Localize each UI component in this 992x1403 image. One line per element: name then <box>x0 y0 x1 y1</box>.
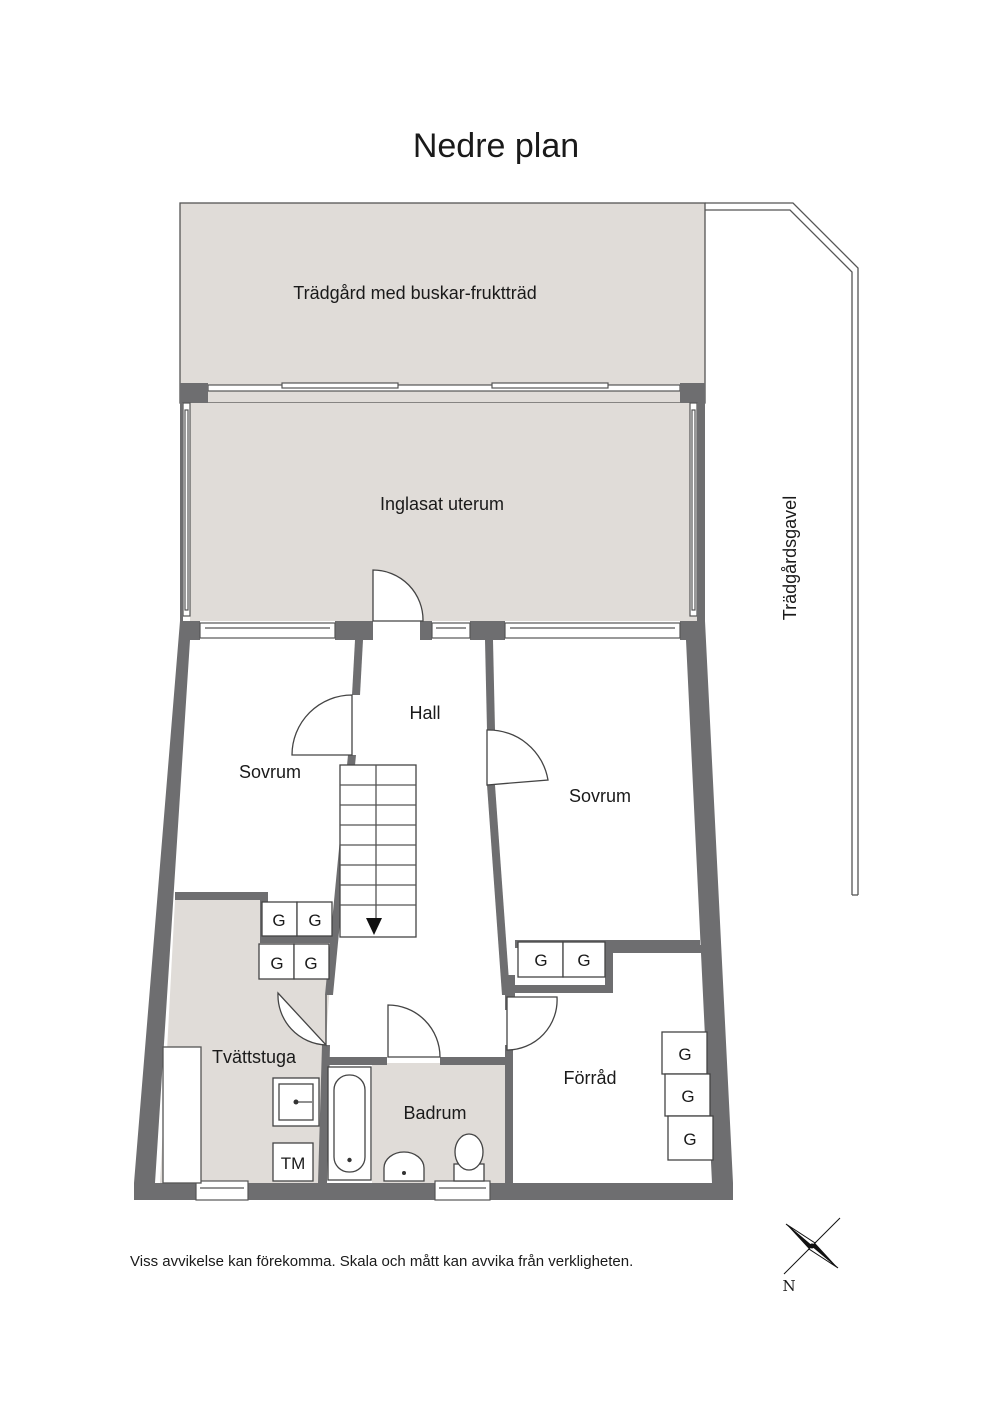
wardrobe <box>667 1115 714 1161</box>
room-label-bedroom-right: Sovrum <box>569 786 631 806</box>
sunroom-glazing-top <box>207 384 681 392</box>
room-label-bathroom: Badrum <box>403 1103 466 1123</box>
compass-north-label: N <box>782 1277 795 1295</box>
window-bedroom-right <box>504 622 681 639</box>
compass-rose-icon <box>783 1217 841 1275</box>
wardrobe <box>562 941 606 978</box>
room-label-gable: Trädgårdsgavel <box>780 496 800 620</box>
wardrobe <box>664 1073 711 1117</box>
exterior-wall-left <box>134 621 200 1200</box>
wardrobe-label: G <box>681 1087 694 1106</box>
stair-direction-arrow-icon <box>366 918 382 935</box>
toilet <box>453 1133 485 1182</box>
wardrobe <box>517 941 564 978</box>
wardrobe <box>296 901 333 937</box>
wardrobe-label: G <box>270 954 283 973</box>
wardrobe-group-storage: G G G <box>661 1031 714 1161</box>
room-label-storage: Förråd <box>563 1068 616 1088</box>
disclaimer-text: Viss avvikelse kan förekomma. Skala och … <box>130 1253 633 1270</box>
washing-machine-label: TM <box>281 1154 306 1173</box>
washing-machine <box>272 1142 314 1182</box>
window-hall <box>431 622 471 639</box>
room-label-bedroom-left: Sovrum <box>239 762 301 782</box>
wardrobe-group-right: G G <box>517 941 606 978</box>
wardrobe <box>261 901 298 937</box>
window-bathroom <box>434 1180 491 1201</box>
wardrobe <box>258 943 295 980</box>
garden-fence <box>705 202 859 895</box>
wardrobe <box>661 1031 708 1075</box>
exterior-wall-bottom <box>248 1183 435 1200</box>
room-label-garden: Trädgård med buskar-fruktträd <box>293 283 536 303</box>
staircase <box>339 764 417 938</box>
wardrobe-label: G <box>678 1045 691 1064</box>
door-storage <box>506 996 558 1051</box>
room-label-sunroom: Inglasat uterum <box>380 494 504 514</box>
door-bedroom-left <box>291 694 353 756</box>
wardrobe-label: G <box>308 911 321 930</box>
wardrobe-label: G <box>683 1130 696 1149</box>
sunroom-door <box>372 569 424 622</box>
garden-area <box>179 202 706 404</box>
sunroom-area <box>190 403 700 621</box>
wardrobe <box>293 943 330 980</box>
door-laundry <box>277 991 327 1047</box>
window-laundry <box>195 1180 249 1201</box>
wardrobe-label: G <box>272 911 285 930</box>
room-label-hall: Hall <box>409 703 440 723</box>
room-label-laundry: Tvättstuga <box>212 1047 297 1067</box>
wardrobe-label: G <box>534 951 547 970</box>
wardrobe-label: G <box>304 954 317 973</box>
page-title: Nedre plan <box>413 127 579 165</box>
door-bedroom-right <box>486 729 549 786</box>
bathroom-sink <box>383 1151 425 1182</box>
laundry-sink <box>272 1077 320 1127</box>
door-bathroom <box>387 1004 441 1058</box>
window-bedroom-left <box>199 622 336 639</box>
wardrobe-label: G <box>577 951 590 970</box>
wardrobe-group-left-lower: G G <box>258 943 330 980</box>
bathtub <box>327 1066 372 1181</box>
laundry-counter <box>162 1046 202 1184</box>
wardrobe-group-left-upper: G G <box>261 901 333 937</box>
